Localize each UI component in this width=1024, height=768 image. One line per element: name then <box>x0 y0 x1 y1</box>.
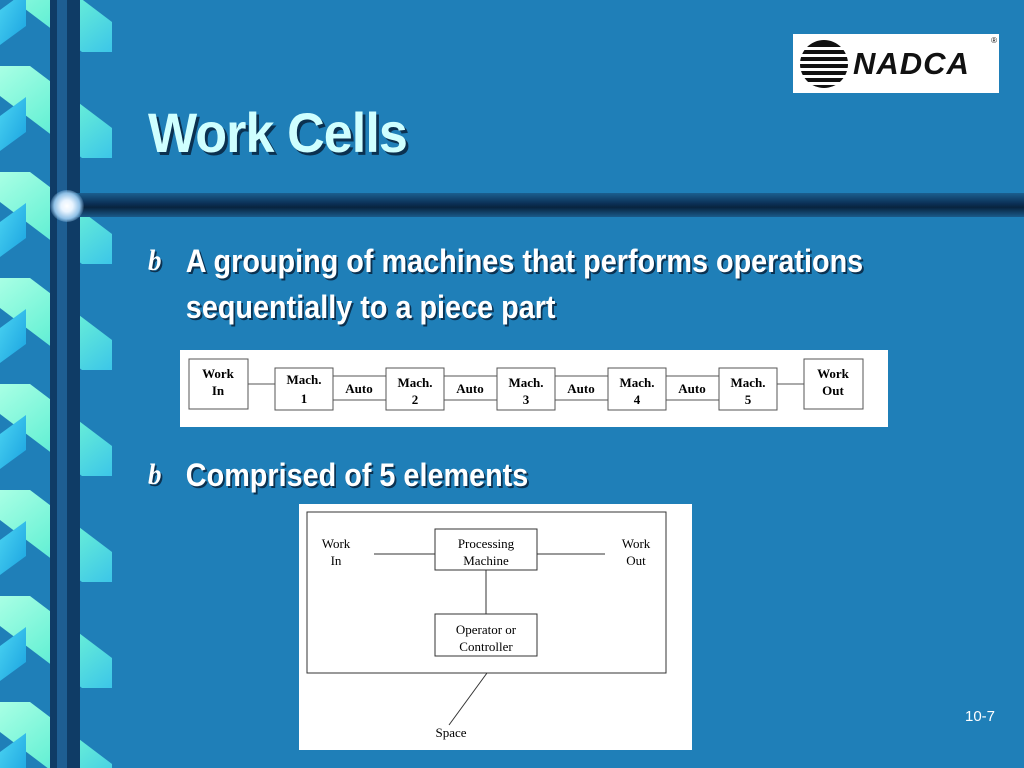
processing-label-2: Machine <box>463 553 509 568</box>
ribbon-band-dark <box>0 309 26 363</box>
elements-work-in-2: In <box>331 553 342 568</box>
work-cell-elements-diagram: Work In Processing Machine Work Out Oper… <box>299 504 692 750</box>
mach-5-label: Mach. <box>730 375 765 390</box>
divider-knob <box>50 190 84 222</box>
nadca-logo: NADCA ® <box>793 34 999 93</box>
space-label: Space <box>435 725 466 740</box>
bullet-marker: b <box>148 244 162 277</box>
ribbon-band-dark <box>0 521 26 575</box>
operator-label-2: Controller <box>459 639 513 654</box>
mach-3-number: 3 <box>523 392 530 407</box>
mach-4-number: 4 <box>634 392 641 407</box>
ribbon-band-dark <box>0 97 26 151</box>
machine-sequence-diagram: Work In Mach. 1 Auto Mach. 2 Auto Mach. … <box>180 350 888 427</box>
title-divider-bar <box>60 193 1024 217</box>
auto-3-label: Auto <box>567 381 594 396</box>
mach-4-label: Mach. <box>619 375 654 390</box>
mach-1-number: 1 <box>301 391 308 406</box>
bullet-text: Comprised of 5 elements <box>185 457 529 493</box>
slide-title: Work Cells <box>148 101 408 164</box>
decorative-ribbon <box>0 0 112 768</box>
ribbon-band-dark <box>0 627 26 681</box>
auto-1-label: Auto <box>345 381 372 396</box>
bullet-marker: b <box>148 458 162 491</box>
mach-5-box <box>718 367 778 411</box>
logo-wordmark: NADCA <box>853 46 970 81</box>
mach-2-number: 2 <box>412 392 419 407</box>
operator-label-1: Operator or <box>456 622 517 637</box>
page-number: 10-7 <box>965 708 996 725</box>
ribbon-band-dark <box>0 415 26 469</box>
work-out-label-2: Out <box>822 383 844 398</box>
work-out-box <box>803 358 864 410</box>
work-out-label-1: Work <box>817 366 850 381</box>
auto-4-label: Auto <box>678 381 705 396</box>
processing-label-1: Processing <box>458 536 515 551</box>
elements-work-out-2: Out <box>626 553 646 568</box>
registered-mark: ® <box>991 36 997 45</box>
elements-work-in-1: Work <box>322 536 351 551</box>
auto-2-label: Auto <box>456 381 483 396</box>
globe-icon <box>799 40 849 88</box>
work-in-label-1: Work <box>202 366 235 381</box>
mach-3-label: Mach. <box>508 375 543 390</box>
mach-5-number: 5 <box>745 392 752 407</box>
mach-2-label: Mach. <box>397 375 432 390</box>
ribbon-band-dark <box>0 203 26 257</box>
bullet-text: A grouping of machines that performs ope… <box>185 243 864 325</box>
ribbon-band-dark <box>0 0 26 45</box>
work-in-label-2: In <box>212 383 225 398</box>
elements-work-out-1: Work <box>622 536 651 551</box>
mach-1-label: Mach. <box>286 372 321 387</box>
operator-box <box>434 613 538 657</box>
ribbon-band-dark <box>0 733 26 768</box>
